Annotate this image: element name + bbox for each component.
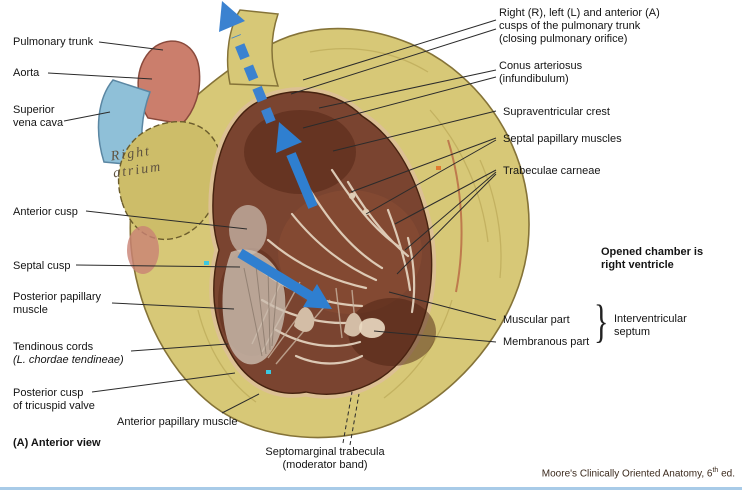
label-line: Right (R), left (L) and anterior (A) [499, 7, 660, 19]
label-anterior-papillary-muscle: Anterior papillary muscle [117, 416, 238, 428]
posterior-papillary-bump [294, 307, 315, 332]
label-line: vena cava [13, 117, 64, 130]
label-right-atrium: Right atrium [110, 143, 164, 183]
outflow-arrow-dashed [219, 1, 276, 124]
label-conus-arteriosus: Conus arteriosus (infundibulum) [499, 60, 582, 86]
label-muscular-part: Muscular part [503, 314, 570, 326]
credit-text: Moore's Clinically Oriented Anatomy, 6 [541, 468, 713, 480]
outflow-arrow-solid [276, 122, 318, 209]
label-line: Superior [13, 104, 55, 116]
label-line: (moderator band) [282, 459, 368, 472]
label-posterior-cusp-tricuspid: Posterior cusp of tricuspid valve [13, 387, 95, 413]
cyan-tick [204, 261, 209, 265]
fat-texture [197, 48, 502, 403]
label-pulmonary-trunk: Pulmonary trunk [13, 36, 94, 48]
label-line: septum [614, 326, 651, 339]
coronary-vessel [447, 139, 463, 293]
septal-papillary-bump [348, 192, 356, 200]
label-line: Posterior cusp [13, 387, 84, 399]
label-line: right ventricle [601, 259, 674, 272]
figure-caption: (A) Anterior view [13, 437, 101, 449]
label-tendinous-cords: Tendinous cords (L. chordae tendineae) [13, 341, 124, 367]
label-membranous-part: Membranous part [503, 336, 590, 348]
label-line: (L. chordae tendineae) [13, 354, 124, 367]
label-pulmonary-cusps: Right (R), left (L) and anterior (A) cus… [499, 7, 660, 47]
inflow-arrow-solid [237, 248, 332, 309]
orange-tick [436, 166, 441, 170]
membranous-part-patch [359, 318, 385, 338]
label-line: cusps of the pulmonary trunk [499, 20, 641, 33]
label-aorta: Aorta [13, 67, 40, 79]
label-line: Tendinous cords [13, 341, 94, 353]
label-anterior-cusp: Anterior cusp [13, 206, 78, 218]
septum-brace: } [594, 296, 609, 348]
label-line: (infundibulum) [499, 73, 569, 86]
label-septal-papillary-muscles: Septal papillary muscles [503, 133, 622, 145]
bottom-rule [0, 487, 742, 490]
label-line: Interventricular [614, 313, 687, 325]
label-line: Posterior papillary [13, 291, 102, 303]
label-line: muscle [13, 304, 48, 317]
leader-lines [47, 19, 497, 446]
septal-papillary-bump [362, 208, 370, 216]
pink-margin-patch [127, 226, 159, 274]
label-line: Opened chamber is [601, 246, 704, 258]
blood-flow-arrows [219, 1, 332, 309]
anterior-papillary-bump [344, 312, 363, 337]
label-interventricular-septum: Interventricular septum [614, 313, 687, 339]
pulmonary-trunk-shape [226, 9, 280, 87]
label-superior-vena-cava: Superior vena cava [13, 104, 63, 130]
label-line: (closing pulmonary orifice) [499, 33, 628, 46]
cyan-tick [266, 370, 271, 374]
label-posterior-papillary-muscle: Posterior papillary muscle [13, 291, 101, 317]
label-supraventricular-crest: Supraventricular crest [503, 106, 610, 118]
opened-chamber-note: Opened chamber is right ventricle [601, 246, 703, 272]
credit-superscript: th [712, 467, 719, 474]
label-septomarginal-trabecula: Septomarginal trabecula (moderator band) [250, 446, 400, 472]
label-line: Conus arteriosus [499, 60, 583, 72]
anterior-cusp-patch [229, 205, 267, 255]
label-trabeculae-carneae: Trabeculae carneae [503, 165, 601, 177]
label-septal-cusp: Septal cusp [13, 260, 71, 272]
label-line: of tricuspid valve [13, 400, 95, 413]
credit-text: ed. [718, 468, 735, 480]
aorta-shape [137, 40, 201, 125]
book-credit: Moore's Clinically Oriented Anatomy, 6th… [485, 467, 735, 479]
label-line: Septomarginal trabecula [265, 446, 385, 458]
